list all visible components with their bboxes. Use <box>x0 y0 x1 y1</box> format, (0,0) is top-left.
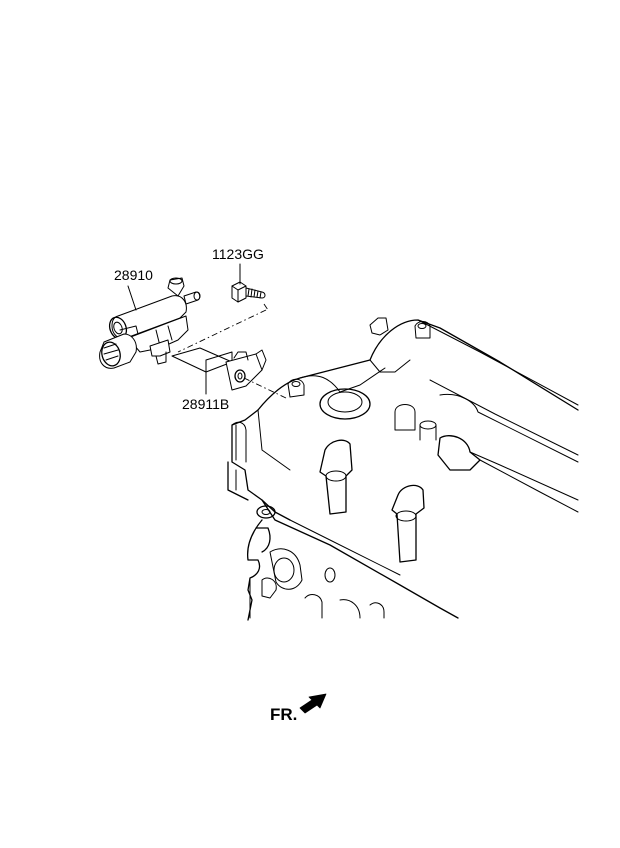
callout-1123gg: 1123GG <box>212 246 264 262</box>
leader-lines <box>127 263 241 395</box>
front-direction-arrow-icon <box>299 693 327 714</box>
callout-28910: 28910 <box>114 267 153 283</box>
mounting-bolt <box>231 281 266 303</box>
engine-cylinder-head <box>227 317 579 621</box>
assembly-center-lines <box>177 303 287 399</box>
callout-28911b: 28911B <box>182 396 230 412</box>
purge-control-solenoid-valve <box>99 277 201 369</box>
front-direction-label: FR. <box>270 705 298 724</box>
valve-bracket <box>171 347 267 391</box>
